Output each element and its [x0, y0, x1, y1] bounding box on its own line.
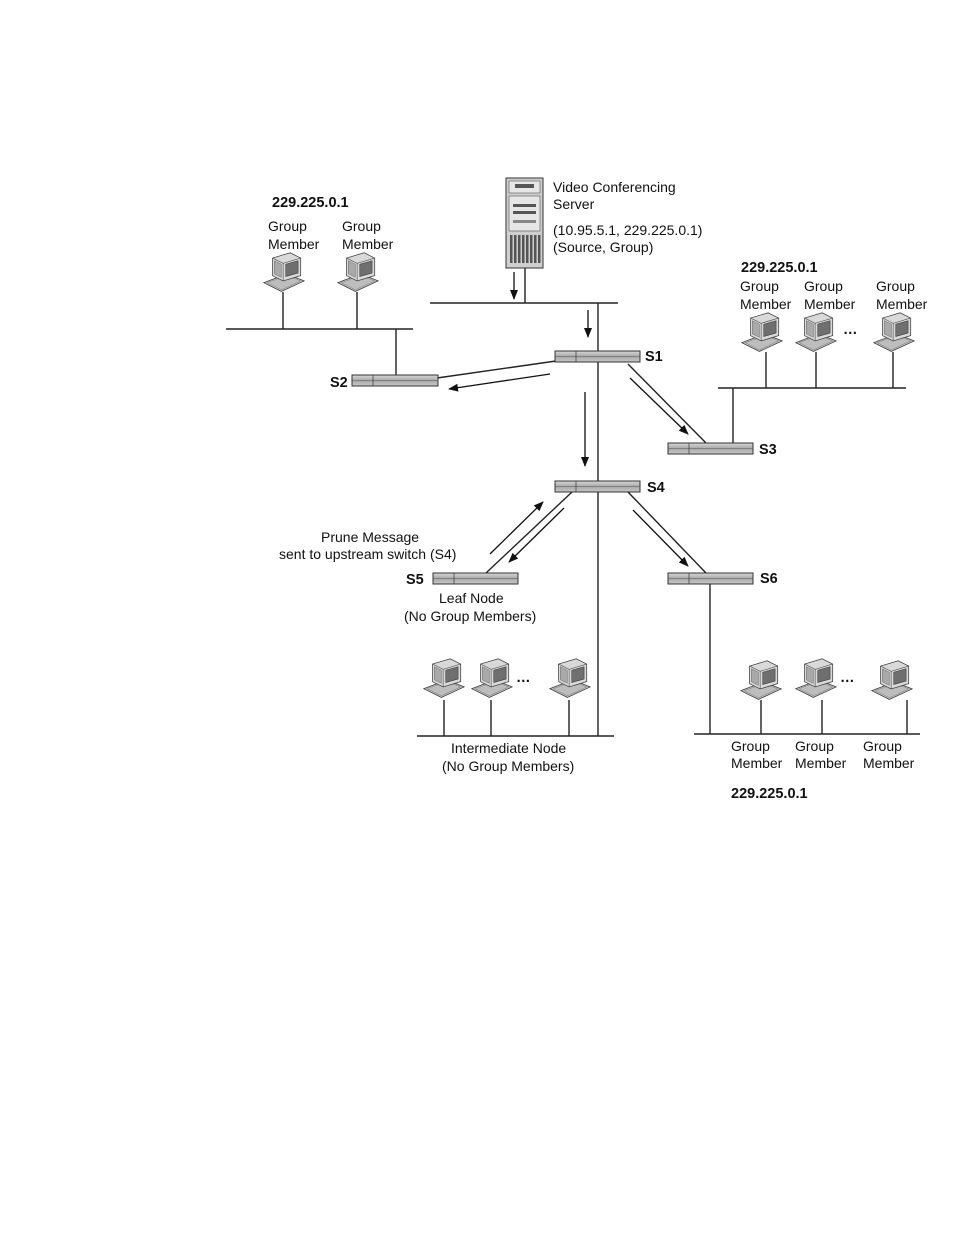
- member-label: Group: [731, 738, 770, 754]
- server-name-line2: Server: [553, 196, 595, 212]
- member-label: Member: [740, 296, 792, 312]
- computer-icon: [871, 660, 913, 700]
- member-label: Group: [740, 278, 779, 294]
- switch-label-s4: S4: [647, 480, 665, 496]
- computer-icon: [795, 658, 837, 698]
- switch-label-s3: S3: [759, 442, 777, 458]
- intermediate-node-line2: (No Group Members): [442, 758, 574, 774]
- leaf-node-line1: Leaf Node: [439, 590, 504, 606]
- prune-message-line1: Prune Message: [321, 529, 419, 545]
- ellipsis: …: [516, 670, 531, 686]
- switch-s1: [554, 350, 641, 363]
- arrow-s1-to-s3: [629, 377, 689, 435]
- server-address-line1: (10.95.5.1, 229.225.0.1): [553, 222, 702, 238]
- computer-icon: [549, 658, 591, 698]
- prune-message-line2: sent to upstream switch (S4): [279, 546, 456, 562]
- computer-icon: [741, 312, 783, 352]
- computer-icon: [795, 312, 837, 352]
- member-label: Member: [795, 755, 847, 771]
- computer-icon: [263, 252, 305, 292]
- arrow-s4-to-s6: [632, 509, 689, 567]
- arrow-s4-to-s5: [508, 507, 565, 563]
- member-label: Group: [342, 218, 381, 234]
- member-label: Group: [268, 218, 307, 234]
- group-address-bottom-right: 229.225.0.1: [731, 786, 808, 802]
- network-wires: [226, 267, 920, 737]
- ellipsis: …: [840, 670, 855, 686]
- switch-s3: [667, 442, 754, 455]
- switch-label-s6: S6: [760, 571, 778, 587]
- computer-icon: [423, 658, 465, 698]
- intermediate-node-line1: Intermediate Node: [451, 740, 566, 756]
- computer-icon: [740, 660, 782, 700]
- member-label: Member: [863, 755, 915, 771]
- computer-icon: [873, 312, 915, 352]
- member-label: Group: [804, 278, 843, 294]
- arrow-prune-s5-to-s4: [489, 501, 544, 555]
- server-address-line2: (Source, Group): [553, 239, 653, 255]
- switch-label-s2: S2: [330, 375, 348, 391]
- switch-s4: [554, 480, 641, 493]
- group-address-top-left: 229.225.0.1: [272, 195, 349, 211]
- member-label: Group: [876, 278, 915, 294]
- switch-s5: [432, 572, 519, 585]
- member-label: Group: [863, 738, 902, 754]
- switch-s2: [351, 374, 439, 387]
- member-label: Member: [731, 755, 783, 771]
- video-server-icon: [505, 177, 544, 269]
- member-label: Member: [342, 236, 394, 252]
- computer-icon: [471, 658, 513, 698]
- member-label: Member: [268, 236, 320, 252]
- leaf-node-line2: (No Group Members): [404, 608, 536, 624]
- arrow-s1-to-s2: [448, 373, 551, 392]
- server-name-line1: Video Conferencing: [553, 179, 676, 195]
- traffic-arrows: [448, 272, 689, 567]
- switch-label-s1: S1: [645, 349, 663, 365]
- switch-s6: [667, 572, 754, 585]
- member-label: Member: [804, 296, 856, 312]
- computers: [263, 252, 915, 700]
- computer-icon: [337, 252, 379, 292]
- switch-label-s5: S5: [406, 572, 424, 588]
- member-label: Group: [795, 738, 834, 754]
- group-address-right: 229.225.0.1: [741, 260, 818, 276]
- member-label: Member: [876, 296, 928, 312]
- ellipsis: …: [843, 322, 858, 338]
